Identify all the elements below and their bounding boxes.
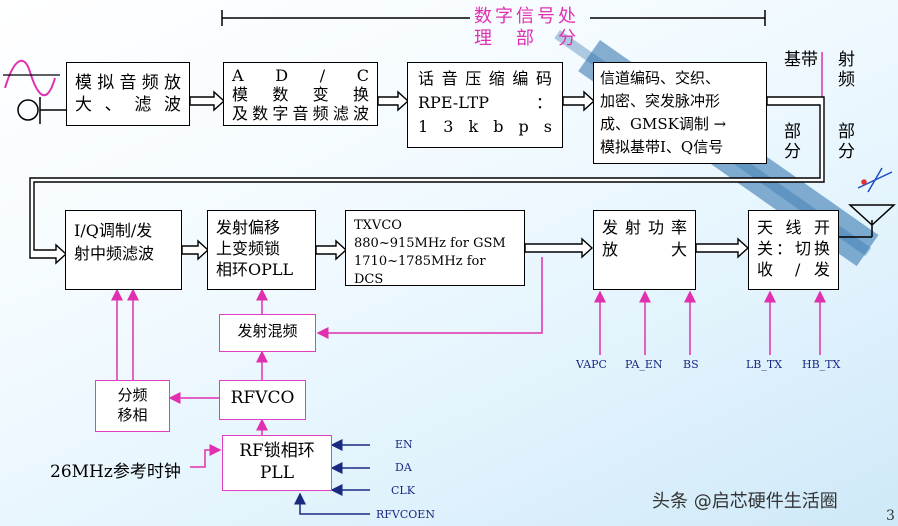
block-iq-modulator: I/Q调制/发 射中频滤波 bbox=[65, 210, 182, 290]
block-line: RF锁相环 bbox=[239, 441, 315, 461]
hollow-arrows bbox=[29, 90, 825, 265]
signal-da: DA bbox=[395, 461, 412, 474]
signal-clk: CLK bbox=[391, 484, 415, 497]
signal-vapc: VAPC bbox=[576, 358, 607, 371]
signal-pa-en: PA_EN bbox=[625, 358, 663, 371]
block-line: A D / C bbox=[232, 66, 369, 85]
block-tx-mixer: 发射混频 bbox=[219, 314, 316, 352]
antenna-icon bbox=[839, 204, 896, 238]
block-line: 模 数 变 换 bbox=[232, 85, 369, 104]
block-line: 加密、突发脉冲形 bbox=[600, 92, 721, 110]
dsp-title-line2: 理 部 分 bbox=[474, 28, 579, 49]
block-txvco: TXVCO 880~915MHz for GSM 1710~1785MHz fo… bbox=[345, 210, 525, 287]
block-line: 相环OPLL bbox=[216, 260, 294, 279]
block-channel-coding: 信道编码、交织、 加密、突发脉冲形 成、GMSK调制 → 模拟基带I、Q信号 bbox=[593, 62, 767, 164]
dsp-span-line bbox=[221, 10, 766, 26]
block-antenna-switch: 天线开 关：切换 收 / 发 bbox=[748, 210, 839, 290]
block-audio-amp: 模拟音频放 大、滤波 bbox=[66, 62, 190, 126]
watermark: 头条 @启芯硬件生活圈 bbox=[652, 491, 838, 512]
block-line: 收 / 发 bbox=[757, 260, 830, 279]
block-line: 射中频滤波 bbox=[74, 244, 155, 263]
baseband-label-2: 部分 bbox=[784, 122, 801, 162]
rf-label-1: 射频 bbox=[838, 50, 855, 90]
signal-en: EN bbox=[395, 438, 413, 451]
ref-clock-label: 26MHz参考时钟 bbox=[50, 462, 181, 482]
block-rf-pll: RF锁相环 PLL bbox=[222, 435, 332, 491]
block-line: 发射功率 bbox=[602, 218, 687, 237]
page-number: 3 bbox=[886, 508, 895, 524]
microphone-icon bbox=[17, 97, 66, 124]
block-line: TXVCO bbox=[354, 218, 402, 233]
block-rfvco: RFVCO bbox=[219, 380, 306, 420]
block-line: 大、滤波 bbox=[75, 95, 181, 115]
block-power-amp: 发射功率 放 大 bbox=[593, 210, 696, 290]
block-line: 放 大 bbox=[602, 240, 687, 259]
block-line: 上变频锁 bbox=[216, 239, 281, 258]
block-line: 模拟音频放 bbox=[75, 73, 181, 93]
signal-lb-tx: LB_TX bbox=[746, 358, 783, 371]
baseband-label-1: 基带 bbox=[784, 50, 818, 70]
block-line: 及数字音频滤波 bbox=[232, 104, 369, 123]
signal-hb-tx: HB_TX bbox=[802, 358, 841, 371]
block-line: 模拟基带I、Q信号 bbox=[600, 138, 724, 156]
block-line: 关：切换 bbox=[757, 239, 830, 258]
block-line: 天线开 bbox=[757, 218, 830, 237]
signal-bs: BS bbox=[683, 358, 699, 371]
block-speech-codec: 话音压缩编码 RPE-LTP： 1 3 k b p s bbox=[407, 62, 563, 148]
block-divider: 分频 移相 bbox=[95, 380, 170, 432]
dsp-title-line1: 数字信号处 bbox=[474, 6, 579, 27]
block-line: 发射偏移 bbox=[216, 218, 281, 237]
block-line: 信道编码、交织、 bbox=[600, 69, 721, 87]
block-line: 880~915MHz for GSM bbox=[354, 236, 506, 251]
block-line: I/Q调制/发 bbox=[74, 221, 153, 240]
block-line: 1 3 k b p s bbox=[418, 117, 552, 136]
block-line: 分频 bbox=[117, 386, 148, 404]
block-line: 成、GMSK调制 → bbox=[600, 115, 727, 133]
signal-wave-icon bbox=[857, 167, 893, 193]
sine-wave-icon bbox=[4, 59, 56, 97]
block-line: 1710~1785MHz for DCS bbox=[354, 254, 486, 287]
block-line: 移相 bbox=[117, 406, 148, 424]
rf-label-2: 部分 bbox=[838, 122, 855, 162]
block-line: RPE-LTP： bbox=[418, 93, 552, 112]
signal-rfvcoen: RFVCOEN bbox=[376, 508, 435, 521]
block-line: 话音压缩编码 bbox=[418, 69, 552, 88]
block-opll: 发射偏移 上变频锁 相环OPLL bbox=[207, 210, 316, 290]
block-adc: A D / C 模 数 变 换 及数字音频滤波 bbox=[223, 62, 378, 126]
block-line: PLL bbox=[259, 463, 295, 483]
